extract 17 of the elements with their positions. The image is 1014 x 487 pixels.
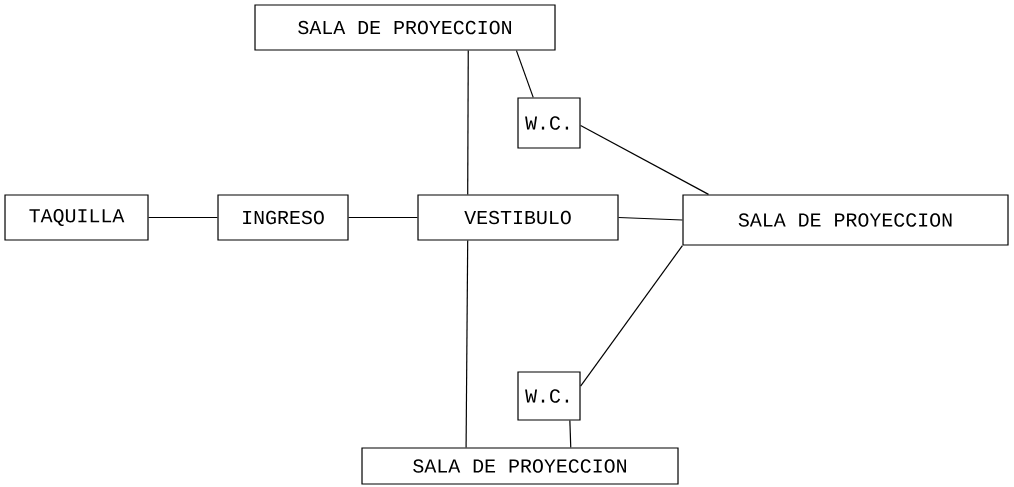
room-box: W.C. — [517, 371, 581, 421]
room-box: INGRESO — [217, 194, 349, 241]
connector-line — [580, 124, 710, 195]
connector-line — [465, 240, 469, 448]
connector-line — [618, 216, 683, 221]
room-box: VESTIBULO — [417, 194, 619, 241]
room-box: W.C. — [517, 97, 581, 149]
connector-line — [348, 216, 418, 219]
room-box: SALA DE PROYECCION — [682, 194, 1009, 246]
connector-line — [580, 245, 683, 387]
connector-line — [515, 50, 534, 98]
connector-line — [148, 216, 218, 219]
connector-line — [569, 420, 572, 448]
room-box: SALA DE PROYECCION — [254, 4, 556, 51]
connector-line — [467, 50, 469, 195]
room-box: TAQUILLA — [4, 194, 149, 241]
room-box: SALA DE PROYECCION — [361, 447, 679, 485]
